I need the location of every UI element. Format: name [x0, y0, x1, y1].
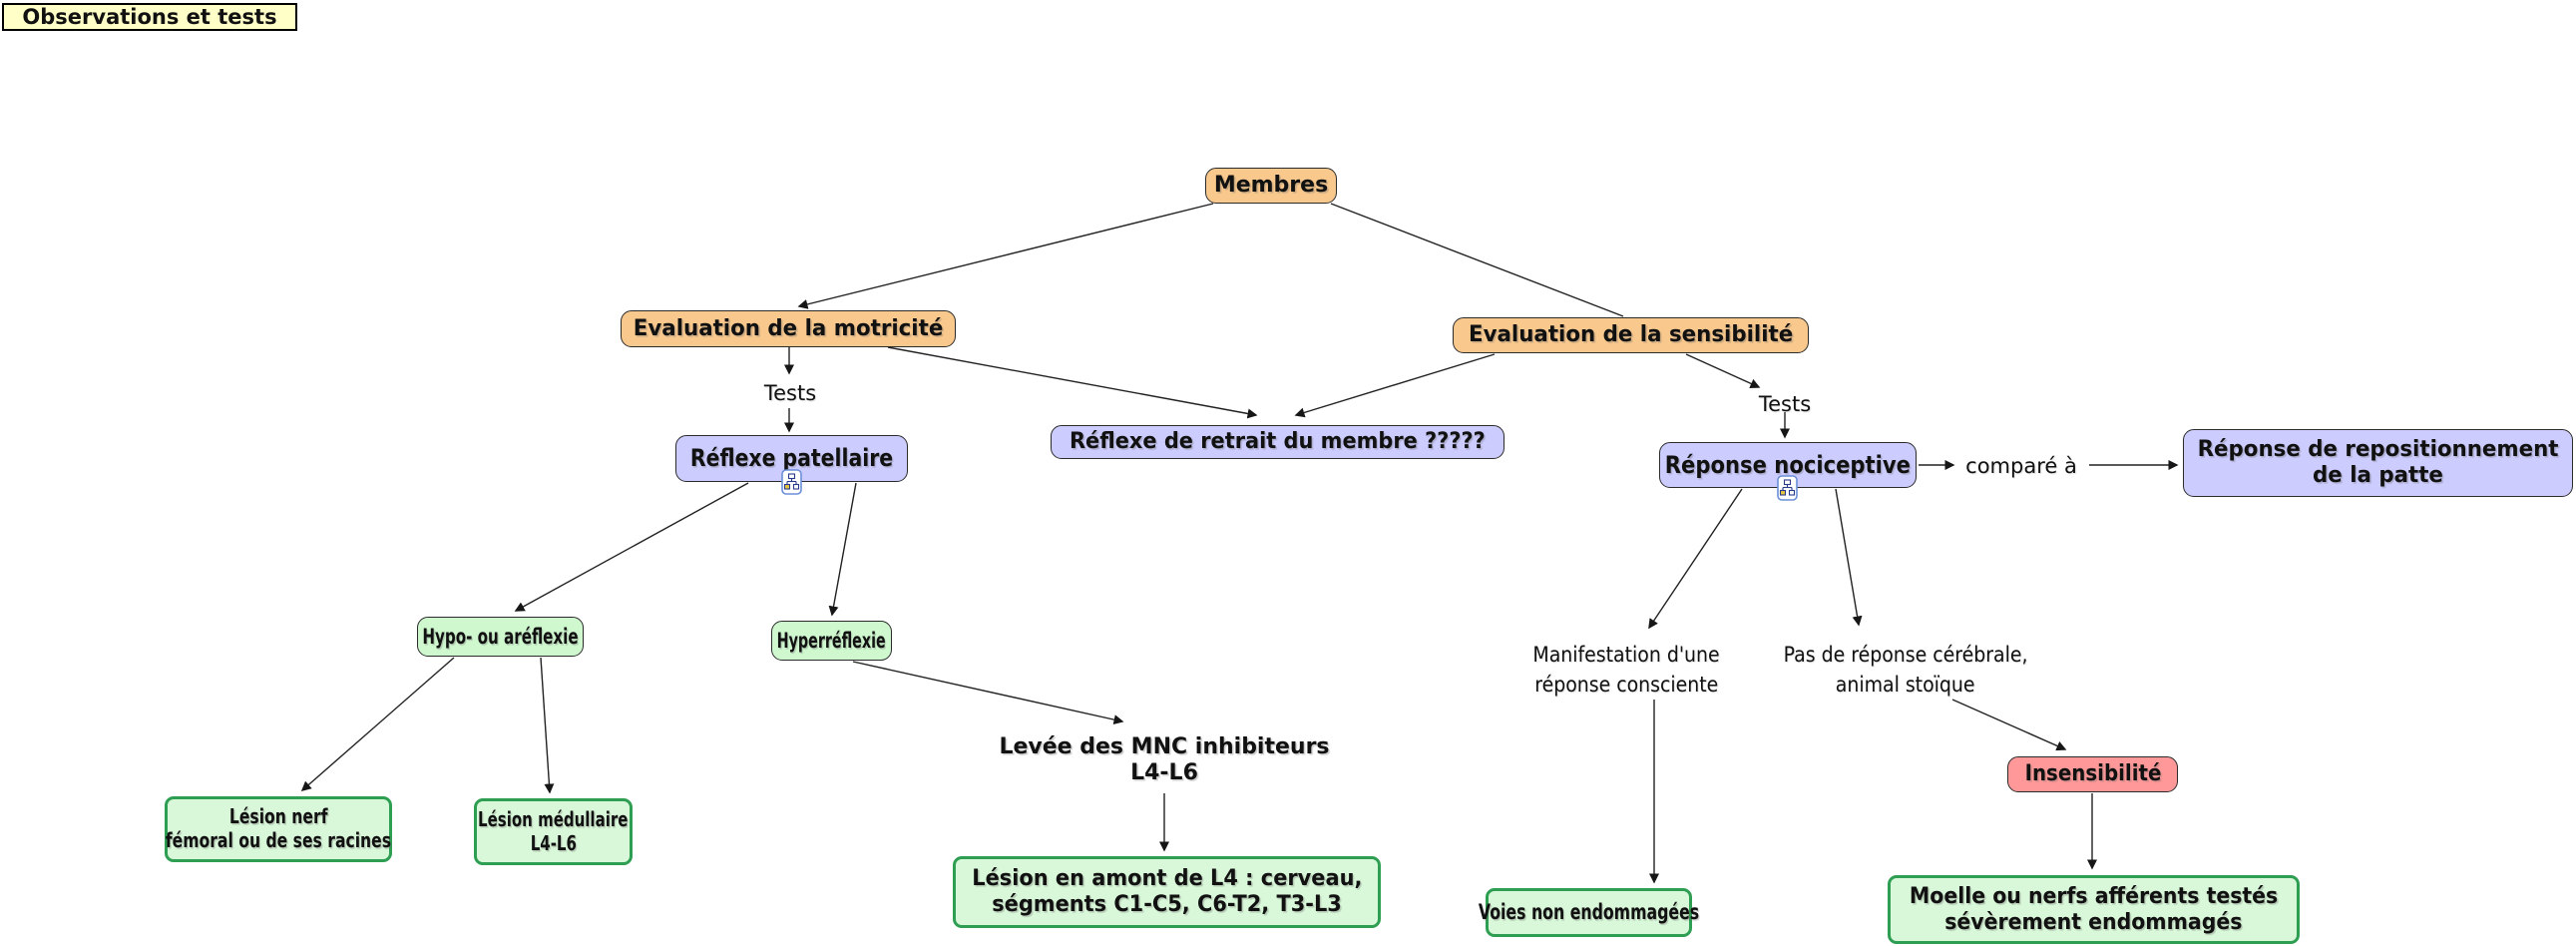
node-levee-mnc[interactable]: Levée des MNC inhibiteurs L4-L6: [999, 734, 1330, 786]
node-hyperreflexie[interactable]: Hyperréflexie: [771, 621, 892, 661]
concept-map-resource-icon[interactable]: [1777, 475, 1798, 501]
node-membres[interactable]: Membres: [1205, 168, 1337, 204]
node-lesion-amont-l4[interactable]: Lésion en amont de L4 : cerveau, ségment…: [953, 856, 1381, 928]
map-title-label[interactable]: Observations et tests: [2, 3, 297, 31]
node-insensibilite[interactable]: Insensibilité: [2007, 756, 2178, 792]
node-evaluation-motricite[interactable]: Evaluation de la motricité: [621, 310, 956, 347]
link-label-tests-right[interactable]: Tests: [1758, 392, 1812, 416]
node-moelle-nerfs-endommages[interactable]: Moelle ou nerfs afférents testés sévèrem…: [1888, 875, 2300, 944]
link-label-compare[interactable]: comparé à: [1965, 454, 2077, 478]
node-manifestation-reponse[interactable]: Manifestation d'une réponse consciente: [1532, 643, 1720, 698]
node-reflexe-retrait[interactable]: Réflexe de retrait du membre ?????: [1051, 425, 1504, 459]
node-hypo-areflexie[interactable]: Hypo- ou aréflexie: [417, 617, 584, 657]
node-lesion-medullaire[interactable]: Lésion médullaire L4-L6: [474, 798, 633, 865]
node-lesion-nerf-femoral[interactable]: Lésion nerf fémoral ou de ses racines: [165, 796, 392, 862]
node-evaluation-sensibilite[interactable]: Evaluation de la sensibilité: [1453, 317, 1809, 353]
map-title-text: Observations et tests: [22, 5, 277, 29]
link-label-tests-left[interactable]: Tests: [763, 381, 817, 405]
concept-map-resource-icon[interactable]: [781, 469, 802, 495]
node-pas-reponse-cerebrale[interactable]: Pas de réponse cérébrale, animal stoïque: [1783, 643, 2028, 698]
node-reponse-repositionnement[interactable]: Réponse de repositionnement de la patte: [2183, 429, 2573, 497]
node-voies-non-endommagees[interactable]: Voies non endommagées: [1479, 888, 1699, 937]
